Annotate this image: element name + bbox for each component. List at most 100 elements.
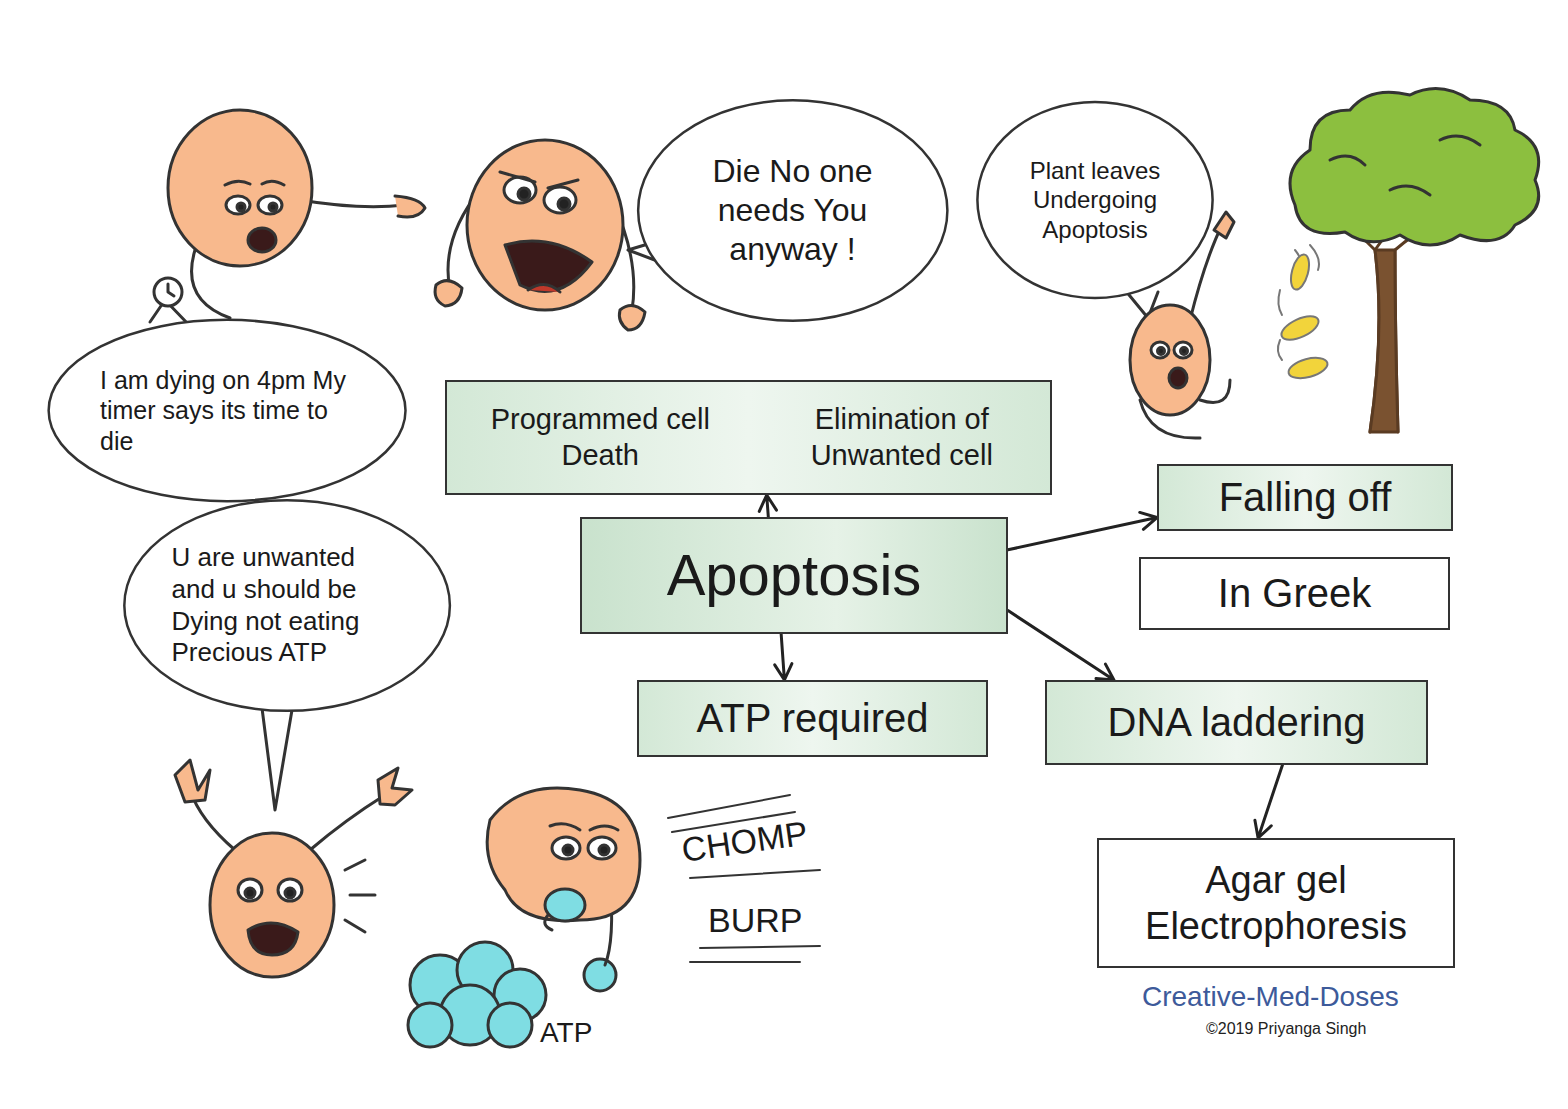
item-label: ATP [540,1018,592,1049]
cell-figure [175,760,412,977]
cell-figure [285,888,295,898]
cell-figure [1158,348,1165,355]
arrow-connector [1008,512,1157,549]
speech-bubble: Plant leaves Undergoing Apoptosis [975,100,1215,300]
sound-word: CHOMP [679,815,810,870]
tree [1290,89,1539,245]
cell-figure [238,879,262,901]
cell-figure [226,196,250,214]
cell-figure [528,284,560,292]
concept-box: ATP required [637,680,988,757]
concept-box: DNA laddering [1045,680,1428,765]
cell-figure [345,860,375,932]
cell-figure [1214,212,1234,238]
cell-figure [545,889,585,921]
cell-figure [154,278,182,306]
tree [1288,253,1313,292]
node-text: Apoptosis [667,540,922,611]
speech-bubble: U are unwanted and u should be Dying not… [121,498,453,713]
tree [1330,136,1480,195]
cell-figure [378,768,412,805]
cell-figure [278,879,302,901]
cell-figure [258,196,282,214]
bubble-outline [638,100,947,321]
tree [1286,354,1329,382]
node-text: Die No one needs You anyway ! [682,152,902,269]
tree [1370,250,1398,432]
speech-bubble: Die No one needs You anyway ! [635,98,951,323]
concept-box: Apoptosis [580,517,1008,634]
node-text: Falling off [1219,473,1392,522]
bubble-outline [977,102,1212,298]
cell-figure [1169,368,1187,388]
arrow-connector [759,495,776,517]
arrow-connector [1255,765,1283,838]
cell-figure [487,788,640,921]
node-text: Agar gel Electrophoresis [1116,857,1436,950]
cell-figure [619,305,645,330]
copyright-note: ©2019 Priyanga Singh [1206,1020,1366,1038]
node-text: I am dying on 4pm My timer says its time… [100,365,355,457]
concept-box: Falling off [1157,464,1453,531]
tree [1278,89,1539,432]
cell-figure [588,837,616,859]
atp-blobs [488,1003,532,1047]
cell-figure [248,228,276,252]
cell-figure [245,888,255,898]
cell-figure [563,845,573,855]
cell-figure [435,281,462,306]
arrow-connector [775,634,792,680]
node-text: ATP required [697,694,929,743]
node-text: In Greek [1218,569,1371,618]
cell-figure [300,200,405,207]
concept-box: In Greek [1139,557,1450,630]
cell-figure [1130,305,1210,415]
cell-figure [210,833,334,977]
tree [1278,290,1282,360]
atp-blobs [408,1003,452,1047]
cell-figure [1151,342,1169,358]
sound-word: BURP [708,902,802,939]
cell-figure [435,140,645,330]
cell-figure [518,188,530,200]
speech-bubble: I am dying on 4pm My timer says its time… [45,318,409,503]
node-text: DNA laddering [1108,698,1366,747]
cell-figure [269,203,277,211]
cell-figure [1174,342,1192,358]
node-text: Plant leaves Undergoing Apoptosis [1013,156,1178,244]
cell-figure [168,110,312,266]
cell-figure [225,181,284,185]
motion-lines [668,795,820,962]
cell-figure [487,788,640,965]
cell-figure [310,795,385,850]
atp-blobs [584,959,616,991]
concept-box: Agar gel Electrophoresis [1097,838,1455,968]
arrow-connector [1008,611,1114,680]
cell-figure [552,837,580,859]
cell-figure [395,196,425,217]
cell-figure [550,824,618,830]
brand-label: Creative-Med-Doses [1142,982,1399,1013]
cell-figure [599,845,609,855]
bubble-outline [125,500,451,711]
cell-figure [505,241,592,291]
tree [1278,311,1322,344]
node-text: Elimination of Unwanted cell [782,402,1022,473]
node-text: Programmed cell Death [475,402,725,473]
concept-box: Programmed cell Death Elimination of Unwa… [445,380,1052,495]
node-text: U are unwanted and u should be Dying not… [171,542,403,669]
cell-figure [237,203,245,211]
bubble-outline [49,320,406,501]
cell-figure [500,172,578,188]
cell-figure [154,110,425,318]
cell-figure [175,760,210,802]
cell-figure [1181,348,1188,355]
cell-figure [558,198,570,210]
bubble-tail [262,708,292,810]
cell-figure [248,923,298,955]
cell-figure [467,140,623,310]
motion-lines [668,795,820,962]
cell-figure [544,187,576,213]
cell-figure [545,915,552,930]
